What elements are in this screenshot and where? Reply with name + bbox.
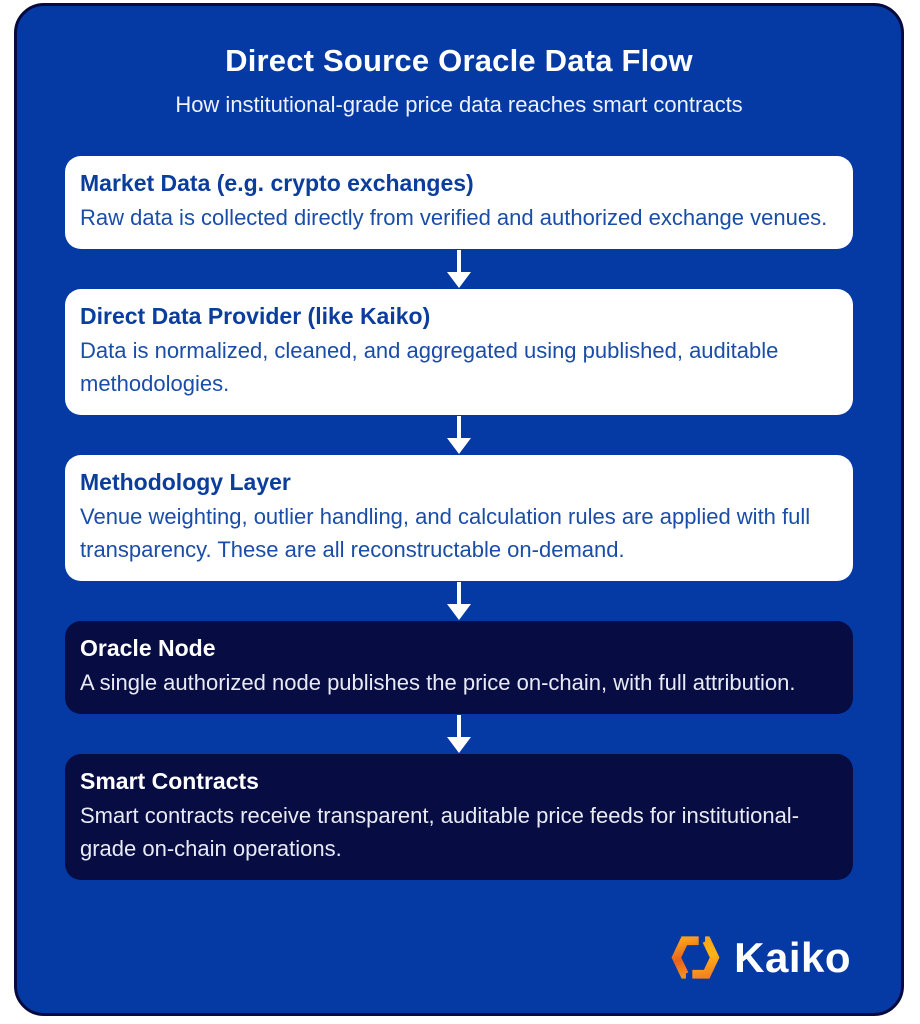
page-subtitle: How institutional-grade price data reach… [175,92,743,117]
flow-step-market-data: Market Data (e.g. crypto exchanges) Raw … [65,156,853,249]
step-body: Smart contracts receive transparent, aud… [80,803,800,861]
step-title: Market Data (e.g. crypto exchanges) [80,170,474,196]
arrow-down-icon [65,581,853,621]
brand-footer: Kaiko [65,932,853,997]
step-title: Direct Data Provider (like Kaiko) [80,303,431,329]
page-title: Direct Source Oracle Data Flow [225,43,693,78]
step-body: Venue weighting, outlier handling, and c… [80,504,811,562]
flow-step-methodology-layer: Methodology Layer Venue weighting, outli… [65,455,853,581]
step-body: Data is normalized, cleaned, and aggrega… [80,338,779,396]
step-title: Smart Contracts [80,768,259,794]
kaiko-wordmark: Kaiko [734,933,851,981]
step-title: Oracle Node [80,635,216,661]
arrow-down-icon [65,714,853,754]
arrow-down-icon [65,415,853,455]
header: Direct Source Oracle Data Flow How insti… [65,30,853,120]
flow-step-direct-data-provider: Direct Data Provider (like Kaiko) Data i… [65,289,853,415]
step-body: Raw data is collected directly from veri… [80,205,828,230]
step-body: A single authorized node publishes the p… [80,670,796,695]
arrow-down-icon [65,249,853,289]
flow-step-smart-contracts: Smart Contracts Smart contracts receive … [65,754,853,880]
infographic-card: Direct Source Oracle Data Flow How insti… [14,3,904,1016]
step-title: Methodology Layer [80,469,291,495]
flow-diagram: Market Data (e.g. crypto exchanges) Raw … [65,156,853,880]
flow-step-oracle-node: Oracle Node A single authorized node pub… [65,621,853,714]
kaiko-logo-icon [670,932,721,983]
